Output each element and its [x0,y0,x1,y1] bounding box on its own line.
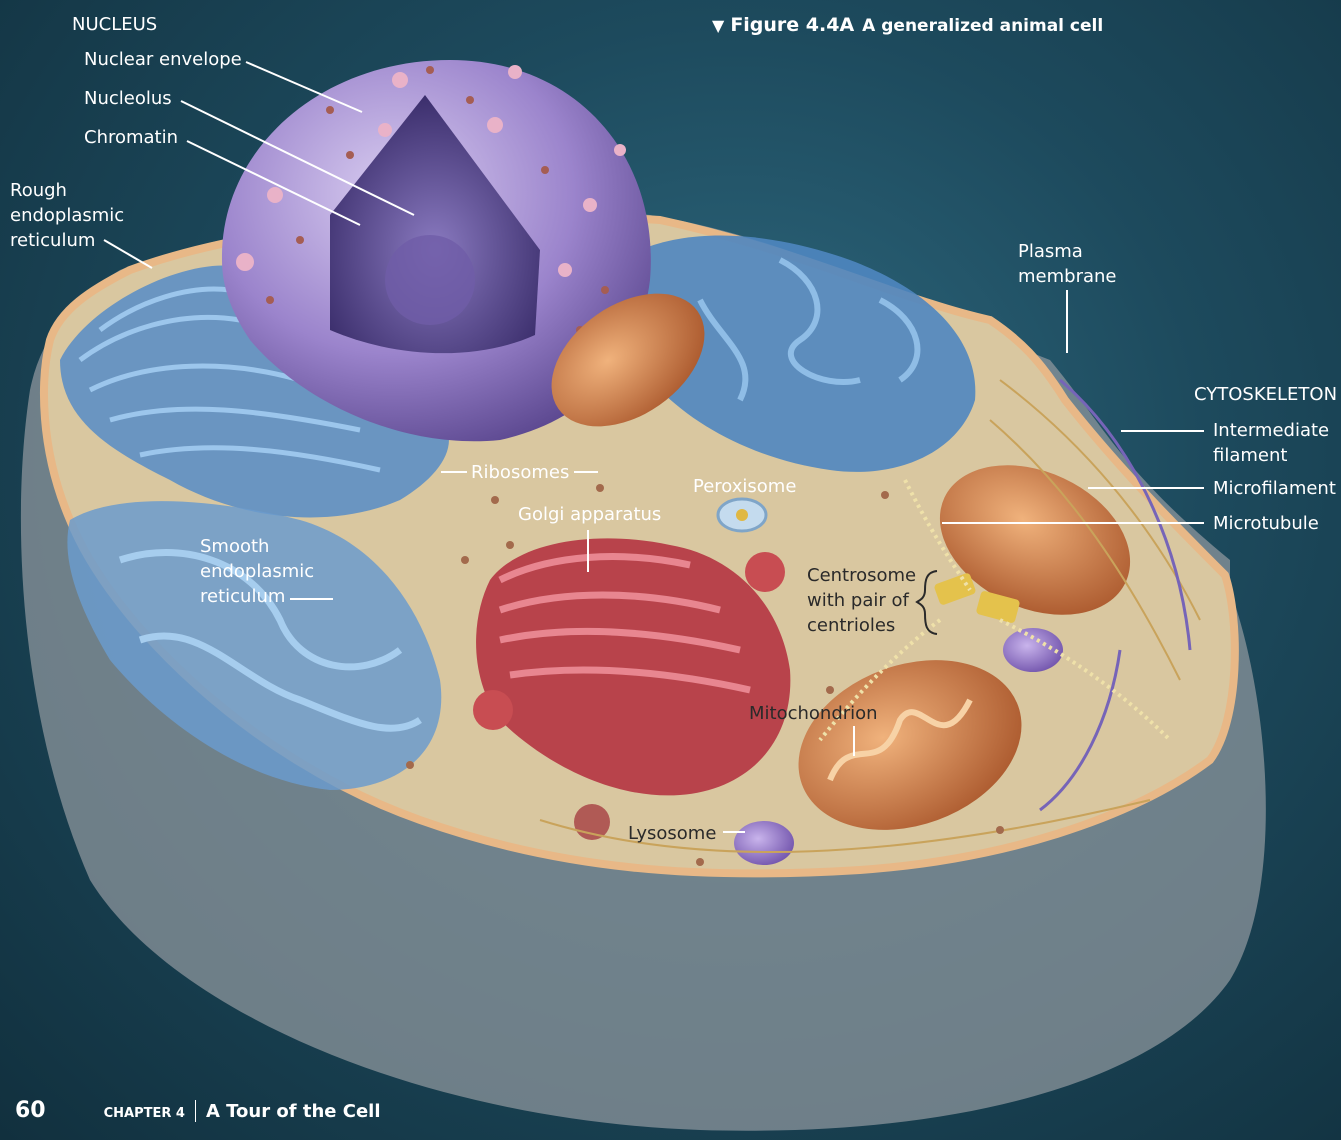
lysosome-shape [734,821,794,865]
label-nucleolus: Nucleolus [84,86,172,111]
label-nucleus-heading: NUCLEUS [72,12,157,37]
label-microtubule: Microtubule [1213,511,1319,536]
label-microfilament: Microfilament [1213,476,1336,501]
label-smooth-er: Smooth endoplasmic reticulum [200,534,314,609]
golgi-vesicle [745,552,785,592]
figure-caption: ▼ Figure 4.4A A generalized animal cell [712,14,1103,36]
label-rough-er: Rough endoplasmic reticulum [10,178,124,253]
label-nuclear-envelope: Nuclear envelope [84,47,242,72]
label-mitochondrion: Mitochondrion [749,701,878,726]
page-number: 60 [15,1098,46,1123]
golgi-vesicle-2 [473,690,513,730]
label-cytoskeleton-heading: CYTOSKELETON [1194,382,1337,407]
peroxisome-core [736,509,748,521]
label-ribosomes: Ribosomes [471,460,569,485]
label-centrosome: Centrosome with pair of centrioles [807,563,916,638]
lysosome-shape-2 [1003,628,1063,672]
label-intermediate-filament: Intermediate filament [1213,418,1329,468]
label-plasma-membrane: Plasma membrane [1018,239,1116,289]
chapter-label: CHAPTER 4 [104,1106,185,1121]
label-lysosome: Lysosome [628,821,716,846]
label-chromatin: Chromatin [84,125,178,150]
caption-triangle-icon: ▼ [712,16,724,35]
footer-divider [195,1100,196,1122]
nucleolus-shape [385,235,475,325]
label-peroxisome: Peroxisome [693,474,796,499]
chapter-title: A Tour of the Cell [206,1101,381,1122]
figure-number: Figure 4.4A [730,14,854,36]
figure-title: A generalized animal cell [862,16,1103,36]
label-golgi: Golgi apparatus [518,502,661,527]
page-footer: 60 CHAPTER 4 A Tour of the Cell [15,1098,381,1123]
